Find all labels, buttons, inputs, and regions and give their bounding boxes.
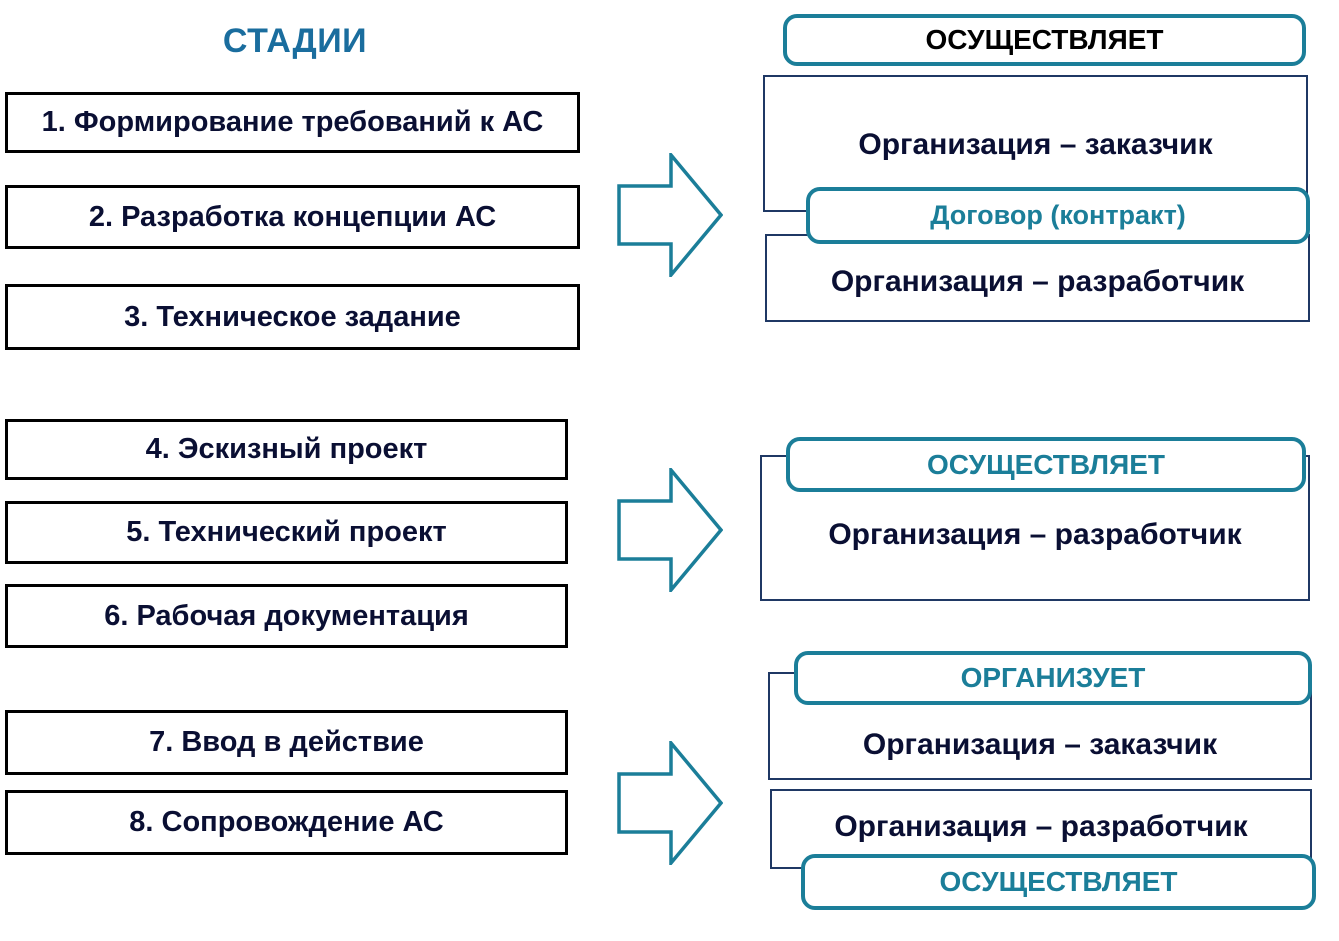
stage-box-5: 5. Технический проект: [5, 501, 568, 564]
panel3-developer-label: Организация – разработчик: [834, 810, 1248, 843]
stage-box-8: 8. Сопровождение АС: [5, 790, 568, 855]
panel1-header-pill: ОСУЩЕСТВЛЯЕТ: [783, 14, 1306, 66]
panel2-header-pill: ОСУЩЕСТВЛЯЕТ: [786, 437, 1306, 492]
stage-box-3: 3. Техническое задание: [5, 284, 580, 350]
stage-box-6: 6. Рабочая документация: [5, 584, 568, 648]
panel1-developer-box: [765, 234, 1310, 322]
stage-box-2: 2. Разработка концепции АС: [5, 185, 580, 249]
panel1-developer-label: Организация – разработчик: [830, 265, 1245, 298]
panel2-developer-label: Организация – разработчик: [828, 518, 1242, 551]
panel3-footer-pill: ОСУЩЕСТВЛЯЕТ: [801, 854, 1316, 910]
panel3-organizes-pill: ОРГАНИЗУЕТ: [794, 651, 1312, 705]
panel1-contract-pill: Договор (контракт): [806, 187, 1310, 244]
panel3-customer-label: Организация – заказчик: [862, 728, 1218, 761]
arrow-right-icon: [617, 468, 723, 592]
stage-box-1: 1. Формирование требований к АС: [5, 92, 580, 153]
arrow-right-icon: [617, 153, 723, 277]
panel1-customer-label: Организация – заказчик: [858, 128, 1213, 161]
page-title: СТАДИИ: [222, 22, 368, 60]
arrow-right-icon: [617, 741, 723, 865]
stage-box-7: 7. Ввод в действие: [5, 710, 568, 775]
stage-box-4: 4. Эскизный проект: [5, 419, 568, 480]
